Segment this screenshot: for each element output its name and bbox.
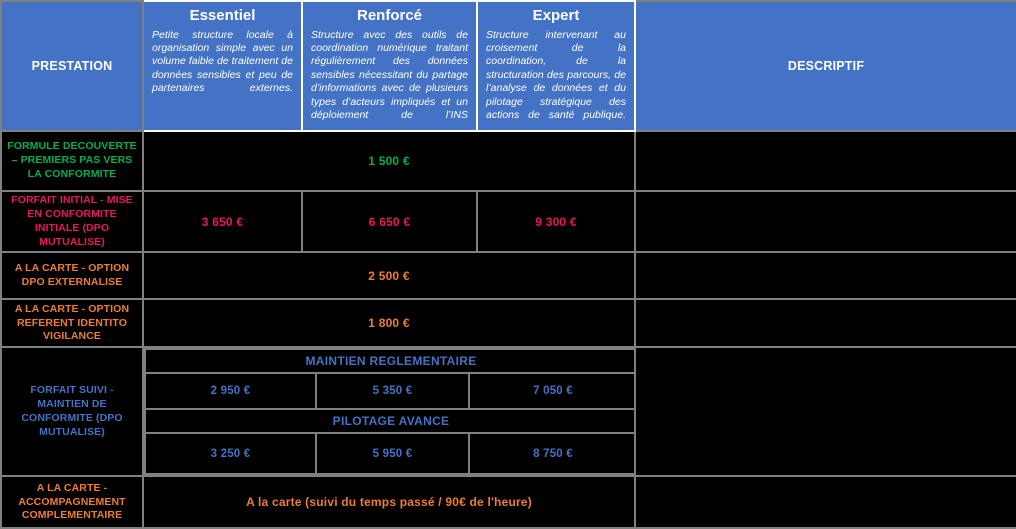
header-offer-expert: Expert Structure intervenant au croiseme… — [476, 0, 636, 132]
row-value-option-dpo-externalise: 2 500 € — [142, 251, 636, 301]
row-value-forfait-initial-renforce: 6 650 € — [301, 189, 478, 254]
row-label-option-referent-identitovigilance: A LA CARTE - OPTION REFERENT IDENTITO VI… — [0, 298, 144, 349]
row-descriptif-forfait-initial — [634, 189, 1016, 254]
row-label-forfait-initial: FORFAIT INITIAL - MISE EN CONFORMITE INI… — [0, 189, 144, 254]
row-value-forfait-initial-expert: 9 300 € — [476, 189, 636, 254]
row-value-forfait-initial-essentiel: 3 650 € — [142, 189, 303, 254]
row-label-forfait-suivi: FORFAIT SUIVI - MAINTIEN DE CONFORMITE (… — [0, 346, 144, 478]
subgroup-maintien-value-essentiel: 2 950 € — [144, 372, 317, 411]
table-row: FORFAIT INITIAL - MISE EN CONFORMITE INI… — [0, 189, 1016, 254]
table-row: A LA CARTE - OPTION DPO EXTERNALISE 2 50… — [0, 251, 1016, 301]
table-row: A LA CARTE - OPTION REFERENT IDENTITO VI… — [0, 298, 1016, 349]
offer-description-renforce: Structure avec des outils de coordinatio… — [311, 28, 468, 122]
forfait-suivi-subgrid: MAINTIEN REGLEMENTAIRE 2 950 € 5 350 € 7… — [143, 348, 639, 476]
subgroup-heading-pilotage-avance: PILOTAGE AVANCE — [143, 408, 639, 435]
subgrid-heading-row: PILOTAGE AVANCE — [143, 408, 639, 435]
header-offer-essentiel: Essentiel Petite structure locale à orga… — [142, 0, 303, 132]
subgrid-value-row: 2 950 € 5 350 € 7 050 € — [144, 372, 639, 411]
header-descriptif: DESCRIPTIF — [634, 0, 1016, 132]
subgroup-pilotage-value-renforce: 5 950 € — [315, 432, 470, 476]
row-value-formule-decouverte: 1 500 € — [142, 130, 636, 192]
row-label-accompagnement-complementaire: A LA CARTE - ACCOMPAGNEMENT COMPLEMENTAI… — [0, 475, 144, 529]
subgroup-pilotage-value-essentiel: 3 250 € — [144, 432, 317, 476]
subgroup-maintien-value-expert: 7 050 € — [467, 372, 639, 411]
offer-description-expert: Structure intervenant au croisement de l… — [486, 28, 626, 122]
subgroup-heading-maintien-reglementaire: MAINTIEN REGLEMENTAIRE — [143, 348, 639, 375]
row-value-option-referent-identitovigilance: 1 800 € — [142, 298, 636, 349]
row-descriptif-option-referent-identitovigilance — [634, 298, 1016, 349]
offer-title-expert: Expert — [532, 7, 580, 24]
subgrid-value-row: 3 250 € 5 950 € 8 750 € — [144, 432, 639, 476]
table-row: FORMULE DECOUVERTE – PREMIERS PAS VERS L… — [0, 130, 1016, 192]
subgrid-heading-row: MAINTIEN REGLEMENTAIRE — [143, 348, 639, 375]
table-row: FORFAIT SUIVI - MAINTIEN DE CONFORMITE (… — [0, 346, 1016, 478]
offer-description-essentiel: Petite structure locale à organisation s… — [152, 28, 293, 95]
row-descriptif-accompagnement-complementaire — [634, 475, 1016, 529]
table-row: A LA CARTE - ACCOMPAGNEMENT COMPLEMENTAI… — [0, 475, 1016, 529]
row-descriptif-option-dpo-externalise — [634, 251, 1016, 301]
row-descriptif-forfait-suivi — [634, 346, 1016, 478]
subgroup-maintien-value-renforce: 5 350 € — [315, 372, 470, 411]
row-label-formule-decouverte: FORMULE DECOUVERTE – PREMIERS PAS VERS L… — [0, 130, 144, 192]
header-offer-renforce: Renforcé Structure avec des outils de co… — [301, 0, 478, 132]
row-subgrid-forfait-suivi: MAINTIEN REGLEMENTAIRE 2 950 € 5 350 € 7… — [143, 347, 639, 477]
subgroup-pilotage-value-expert: 8 750 € — [467, 432, 639, 476]
table-header-row: PRESTATION Essentiel Petite structure lo… — [0, 0, 1016, 132]
header-prestation: PRESTATION — [0, 0, 144, 132]
row-descriptif-formule-decouverte — [634, 130, 1016, 192]
row-value-accompagnement-complementaire: A la carte (suivi du temps passé / 90€ d… — [142, 475, 636, 529]
offer-title-renforce: Renforcé — [356, 7, 423, 24]
row-label-option-dpo-externalise: A LA CARTE - OPTION DPO EXTERNALISE — [0, 251, 144, 301]
offer-title-essentiel: Essentiel — [189, 7, 256, 24]
